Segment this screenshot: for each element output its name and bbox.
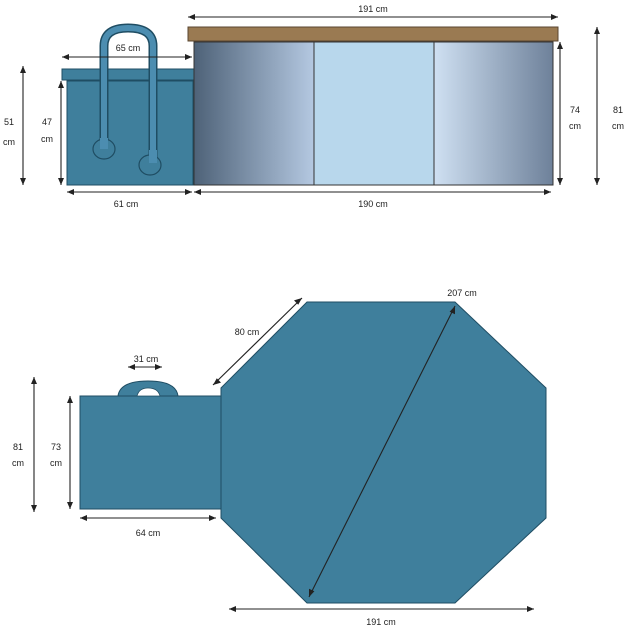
top-length-label: 191 cm — [358, 4, 388, 14]
dim-diagonal: 207 cm — [308, 288, 477, 598]
tub-base-label: 190 cm — [358, 199, 388, 209]
tub-wall-height-unit: cm — [569, 121, 581, 131]
dim-top-length: 191 cm — [188, 4, 558, 20]
dim-step-inner-height: 47 cm — [41, 81, 64, 185]
tub-octagon-top — [220, 301, 547, 604]
step-inner-height-unit: cm — [41, 134, 53, 144]
side-length-label: 80 cm — [235, 327, 260, 337]
tub-right-panel — [433, 41, 554, 186]
step-width-top-label: 64 cm — [136, 528, 161, 538]
overall-width-label: 191 cm — [366, 617, 396, 627]
dim-step-outer-height: 51 cm — [3, 66, 26, 185]
outer-height-unit: cm — [12, 458, 24, 468]
step-base-label: 61 cm — [114, 199, 139, 209]
outer-height-value: 81 — [13, 442, 23, 452]
dim-side-length: 80 cm — [212, 297, 303, 386]
step-height-unit: cm — [50, 458, 62, 468]
dim-tub-wall-height: 74 cm — [557, 42, 581, 185]
step-outer-height-value: 51 — [4, 117, 14, 127]
dim-step-height: 73 cm — [50, 396, 73, 509]
total-height-unit: cm — [612, 121, 624, 131]
dim-outer-height: 81 cm — [12, 377, 37, 512]
dim-step-base: 61 cm — [67, 189, 192, 209]
step-lid-side — [61, 68, 195, 81]
dim-step-width: 65 cm — [62, 43, 192, 60]
diagonal-label: 207 cm — [447, 288, 477, 298]
total-height-value: 81 — [613, 105, 623, 115]
handle-width-label: 31 cm — [134, 354, 159, 364]
step-box-top — [79, 395, 222, 510]
dim-tub-base: 190 cm — [194, 189, 551, 209]
step-outer-height-unit: cm — [3, 137, 15, 147]
top-view: 207 cm 80 cm 31 cm 81 cm 73 cm — [12, 288, 547, 627]
dim-step-width-top: 64 cm — [80, 515, 216, 538]
tub-window-panel — [313, 41, 435, 186]
step-box-side — [66, 80, 194, 186]
dim-overall-width: 191 cm — [229, 606, 534, 627]
dim-total-height: 81 cm — [594, 27, 624, 185]
step-inner-height-value: 47 — [42, 117, 52, 127]
dim-handle-width: 31 cm — [128, 354, 162, 370]
tub-wall-height-value: 74 — [570, 105, 580, 115]
step-height-value: 73 — [51, 442, 61, 452]
step-width-label: 65 cm — [116, 43, 141, 53]
side-view: 191 cm 65 cm 51 cm 47 cm 74 cm — [3, 4, 624, 209]
tub-rim — [187, 26, 559, 42]
